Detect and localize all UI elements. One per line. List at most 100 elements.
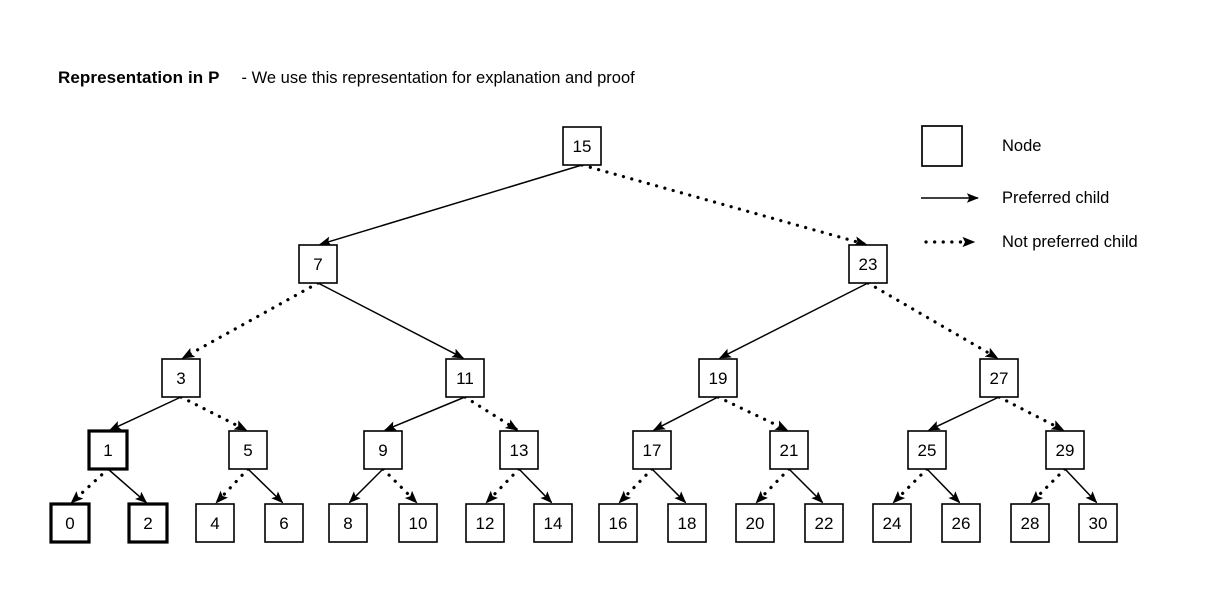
edge-29-to-30 [1064, 468, 1098, 504]
node-label: 5 [243, 441, 252, 460]
tree-node-19[interactable]: 19 [698, 358, 738, 398]
tree-node-15[interactable]: 15 [562, 126, 602, 166]
tree-node-9[interactable]: 9 [363, 430, 403, 470]
edge-13-to-12 [484, 467, 521, 505]
tree-node-22[interactable]: 22 [804, 503, 844, 543]
node-box [769, 430, 809, 470]
tree-node-0[interactable]: 0 [49, 502, 91, 544]
tree-node-3[interactable]: 3 [161, 358, 201, 398]
edge-23-to-19 [718, 282, 869, 359]
node-label: 24 [883, 514, 902, 533]
edge-7-to-11 [317, 282, 465, 359]
tree-node-27[interactable]: 27 [979, 358, 1019, 398]
edge-29-to-28 [1029, 467, 1067, 505]
legend-item-square: Node [921, 125, 1041, 167]
legend-item-solid-arrow: Preferred child [921, 189, 1109, 207]
tree-node-29[interactable]: 29 [1045, 430, 1085, 470]
node-label: 0 [65, 514, 74, 533]
node-label: 25 [918, 441, 937, 460]
node-label: 4 [210, 514, 219, 533]
tree-node-2[interactable]: 2 [127, 502, 169, 544]
tree-node-14[interactable]: 14 [533, 503, 573, 543]
edge-5-to-6 [247, 468, 284, 504]
node-label: 9 [378, 441, 387, 460]
node-label: 21 [780, 441, 799, 460]
node-label: 29 [1056, 441, 1075, 460]
tree-node-6[interactable]: 6 [264, 503, 304, 543]
tree-node-28[interactable]: 28 [1010, 503, 1050, 543]
edge-5-to-4 [214, 467, 250, 505]
node-box [698, 358, 738, 398]
edge-9-to-8 [348, 468, 384, 504]
node-box [598, 503, 638, 543]
node-box [632, 430, 672, 470]
node-box [848, 244, 888, 284]
tree-node-20[interactable]: 20 [735, 503, 775, 543]
edge-25-to-24 [891, 467, 929, 505]
tree-node-16[interactable]: 16 [598, 503, 638, 543]
node-box [533, 503, 573, 543]
edge-21-to-20 [754, 467, 791, 505]
node-label: 15 [573, 137, 592, 156]
node-box [363, 430, 403, 470]
node-box [907, 430, 947, 470]
node-box [499, 430, 539, 470]
node-label: 19 [709, 369, 728, 388]
node-box [735, 503, 775, 543]
edge-3-to-5 [179, 395, 248, 432]
node-box [127, 502, 169, 544]
node-box [398, 503, 438, 543]
node-label: 11 [456, 369, 474, 388]
node-label: 30 [1089, 514, 1108, 533]
node-box [804, 503, 844, 543]
node-box [87, 429, 129, 471]
edge-21-to-22 [788, 468, 824, 504]
edge-17-to-18 [651, 468, 687, 504]
edge-11-to-9 [384, 396, 466, 431]
tree-node-17[interactable]: 17 [632, 430, 672, 470]
tree-node-12[interactable]: 12 [465, 503, 505, 543]
edge-11-to-13 [463, 395, 519, 432]
tree-node-18[interactable]: 18 [667, 503, 707, 543]
legend-label: Preferred child [1002, 189, 1109, 207]
tree-node-8[interactable]: 8 [328, 503, 368, 543]
edge-1-to-2 [107, 468, 148, 504]
title-bold: Representation in P [58, 68, 220, 87]
tree-node-23[interactable]: 23 [848, 244, 888, 284]
tree-node-10[interactable]: 10 [398, 503, 438, 543]
node-label: 8 [343, 514, 352, 533]
legend-item-dotted-arrow: Not preferred child [924, 233, 1138, 251]
tree-node-11[interactable]: 11 [445, 358, 485, 398]
edge-layer [69, 163, 1098, 505]
node-label: 20 [746, 514, 765, 533]
tree-node-21[interactable]: 21 [769, 430, 809, 470]
node-box [465, 503, 505, 543]
node-label: 2 [143, 514, 152, 533]
tree-node-7[interactable]: 7 [298, 244, 338, 284]
tree-node-4[interactable]: 4 [195, 503, 235, 543]
node-label: 27 [990, 369, 1009, 388]
node-label: 6 [279, 514, 288, 533]
edge-27-to-29 [997, 395, 1065, 432]
node-label: 10 [409, 514, 428, 533]
node-box [1010, 503, 1050, 543]
node-label: 18 [678, 514, 697, 533]
tree-node-5[interactable]: 5 [228, 430, 268, 470]
node-box [328, 503, 368, 543]
tree-node-24[interactable]: 24 [872, 503, 912, 543]
node-box [872, 503, 912, 543]
node-label: 28 [1021, 514, 1040, 533]
tree-node-25[interactable]: 25 [907, 430, 947, 470]
edge-19-to-17 [652, 396, 719, 431]
node-label: 22 [815, 514, 834, 533]
edge-7-to-3 [181, 281, 320, 360]
node-label: 23 [859, 255, 878, 274]
node-label: 12 [476, 514, 495, 533]
tree-node-1[interactable]: 1 [87, 429, 129, 471]
tree-node-13[interactable]: 13 [499, 430, 539, 470]
tree-node-30[interactable]: 30 [1078, 503, 1118, 543]
edge-25-to-26 [926, 468, 961, 504]
tree-node-26[interactable]: 26 [941, 503, 981, 543]
